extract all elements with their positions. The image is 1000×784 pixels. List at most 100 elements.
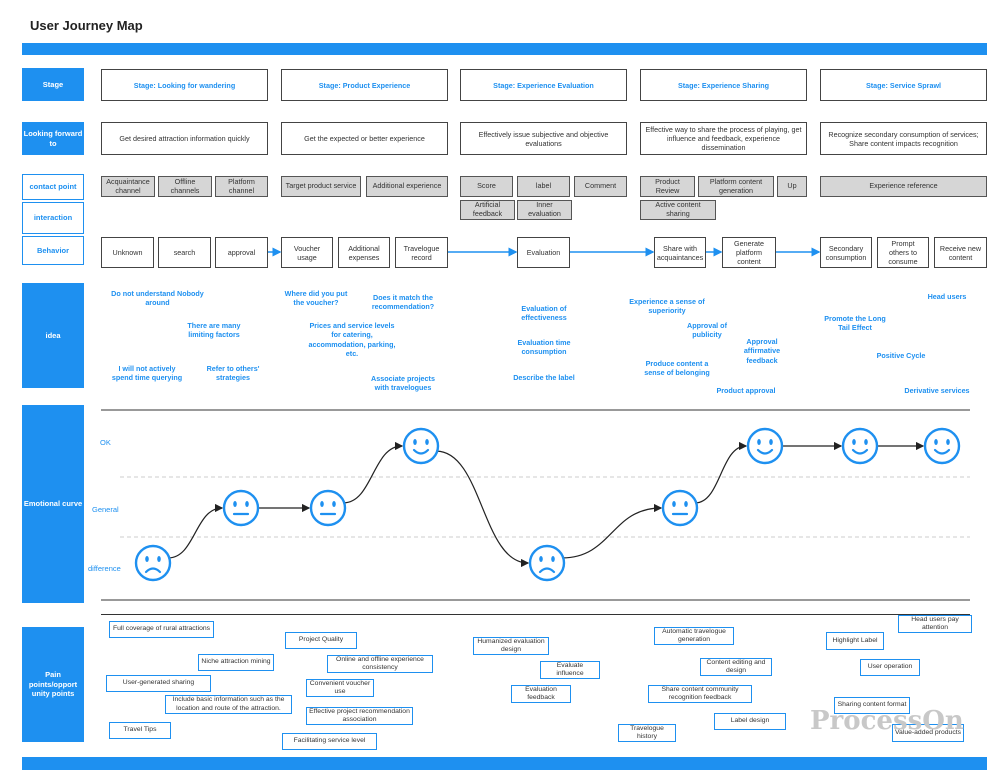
pain-point-box: Travelogue history: [618, 724, 676, 742]
smiley-face-icon: [402, 427, 440, 465]
expectation-box: Effective way to share the process of pl…: [640, 122, 807, 155]
stage-box: Stage: Service Sprawl: [820, 69, 987, 101]
pain-point-box: Automatic travelogue generation: [654, 627, 734, 645]
sad-face-icon: [528, 544, 566, 582]
idea-text: Approval affirmative feedback: [743, 337, 781, 365]
pain-point-box: Project Quality: [285, 632, 357, 649]
neutral-face-icon: [222, 489, 260, 527]
stage-box: Stage: Experience Evaluation: [460, 69, 627, 101]
contact-point-tag: Additional experience: [366, 176, 448, 197]
contact-point-tag: Target product service: [281, 176, 361, 197]
contact-point-tag: Score: [460, 176, 513, 197]
behavior-box: approval: [215, 237, 268, 268]
idea-text: I will not actively spend time querying: [111, 364, 183, 383]
behavior-box: Share with acquaintances: [654, 237, 706, 268]
pain-point-box: User operation: [860, 659, 920, 676]
pain-point-box: Online and offline experience consistenc…: [327, 655, 433, 673]
emotion-level-label: OK: [100, 438, 111, 447]
idea-text: There are many limiting factors: [187, 321, 241, 340]
contact-point-tag: Up: [777, 176, 807, 197]
contact-point-tag: Experience reference: [820, 176, 987, 197]
pain-point-box: Niche attraction mining: [198, 654, 274, 671]
contact-point-tag: Platform channel: [215, 176, 268, 197]
bottom-band: [22, 757, 987, 770]
emotion-link: [168, 503, 224, 559]
interaction-tag: Artificial feedback: [460, 200, 515, 220]
pain-point-box: Full coverage of rural attractions: [109, 621, 214, 638]
idea-text: Where did you put the voucher?: [284, 289, 348, 308]
pain-point-box: Convenient voucher use: [306, 679, 374, 697]
idea-text: Derivative services: [904, 386, 970, 395]
idea-text: Associate projects with travelogues: [371, 374, 435, 393]
emotion-link: [562, 503, 663, 559]
expectation-box: Effectively issue subjective and objecti…: [460, 122, 627, 155]
idea-text: Approval of publicity: [687, 321, 727, 340]
sad-face-icon: [134, 544, 172, 582]
idea-text: Head users: [927, 292, 967, 301]
expectation-box: Recognize secondary consumption of servi…: [820, 122, 987, 155]
stage-box: Stage: Looking for wandering: [101, 69, 268, 101]
stage-box: Stage: Product Experience: [281, 69, 448, 101]
idea-text: Evaluation of effectiveness: [521, 304, 567, 323]
behavior-box: Secondary consumption: [820, 237, 872, 268]
behavior-box: Evaluation: [517, 237, 570, 268]
idea-text: Does it match the recommendation?: [371, 293, 435, 312]
pain-point-box: Facilitating service level: [282, 733, 377, 750]
top-band: [22, 43, 987, 55]
behavior-box: search: [158, 237, 211, 268]
pain-point-box: Label design: [714, 713, 786, 730]
row-label-looking: Looking forward to: [22, 122, 84, 155]
idea-text: Evaluation time consumption: [517, 338, 571, 357]
expectation-box: Get desired attraction information quick…: [101, 122, 268, 155]
row-label-contact: contact point: [22, 174, 84, 200]
pain-point-box: Include basic information such as the lo…: [165, 695, 292, 714]
page-title: User Journey Map: [30, 18, 143, 33]
pain-point-box: Travel Tips: [109, 722, 171, 739]
pain-point-box: Evaluate influence: [540, 661, 600, 679]
behavior-box: Voucher usage: [281, 237, 333, 268]
expectation-box: Get the expected or better experience: [281, 122, 448, 155]
behavior-box: Receive new content: [934, 237, 987, 268]
behavior-box: Travelogue record: [395, 237, 448, 268]
pain-point-box: Effective project recommendation associa…: [306, 707, 413, 725]
pain-point-box: Highlight Label: [826, 632, 884, 650]
pain-point-box: Share content community recognition feed…: [648, 685, 752, 703]
behavior-box: Generate platform content: [722, 237, 776, 268]
behavior-box: Unknown: [101, 237, 154, 268]
interaction-tag: Inner evaluation: [517, 200, 572, 220]
idea-text: Describe the label: [513, 373, 575, 382]
pain-point-box: Head users pay attention: [898, 615, 972, 633]
row-label-behavior: Behavior: [22, 236, 84, 265]
contact-point-tag: label: [517, 176, 570, 197]
row-label-pain: Pain points/opport unity points: [22, 627, 84, 742]
smiley-face-icon: [923, 427, 961, 465]
row-label-stage: Stage: [22, 68, 84, 101]
stage-box: Stage: Experience Sharing: [640, 69, 807, 101]
idea-text: Promote the Long Tail Effect: [824, 314, 886, 333]
pain-point-box: Sharing content format: [834, 697, 910, 714]
pain-top-rule: [101, 614, 970, 615]
emotion-level-label: difference: [88, 564, 121, 573]
row-label-emotion: Emotional curve: [22, 405, 84, 603]
idea-text: Product approval: [716, 386, 776, 395]
idea-text: Experience a sense of superiority: [629, 297, 705, 316]
behavior-box: Prompt others to consume: [877, 237, 929, 268]
contact-point-tag: Product Review: [640, 176, 695, 197]
row-label-interaction: interaction: [22, 202, 84, 234]
pain-point-box: Value-added products: [892, 724, 964, 742]
idea-text: Positive Cycle: [876, 351, 926, 360]
idea-text: Refer to others' strategies: [206, 364, 260, 383]
pain-point-box: Evaluation feedback: [511, 685, 571, 703]
contact-point-tag: Offline channels: [158, 176, 212, 197]
neutral-face-icon: [309, 489, 347, 527]
smiley-face-icon: [746, 427, 784, 465]
contact-point-tag: Acquaintance channel: [101, 176, 155, 197]
idea-text: Prices and service levels for catering, …: [308, 321, 396, 359]
contact-point-tag: Comment: [574, 176, 627, 197]
row-label-idea: idea: [22, 283, 84, 388]
pain-point-box: Content editing and design: [700, 658, 772, 676]
watermark-logo: ProcessOn: [810, 706, 964, 736]
